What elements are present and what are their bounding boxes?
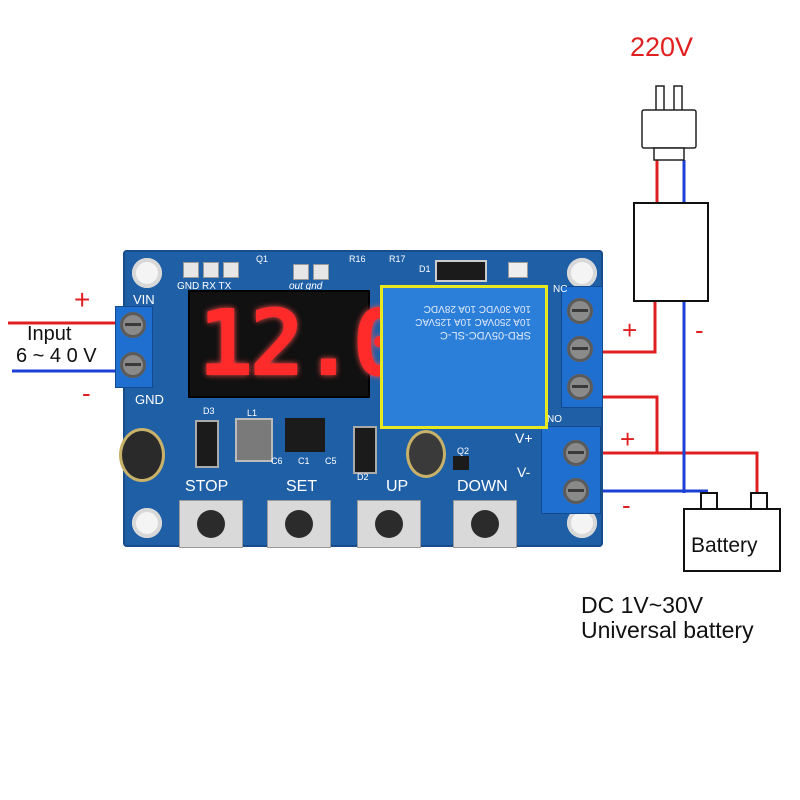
diode-d2 bbox=[353, 426, 377, 474]
out-gnd-label: out gnd bbox=[289, 281, 323, 292]
up-button-label: UP bbox=[386, 478, 409, 495]
down-button[interactable] bbox=[453, 500, 517, 548]
ic-chip bbox=[285, 418, 325, 452]
d2-label: D2 bbox=[357, 472, 369, 482]
input-screw-vin bbox=[120, 312, 146, 338]
vplus-label: V+ bbox=[515, 430, 533, 446]
no-label: NO bbox=[547, 414, 562, 425]
gnd-pin bbox=[313, 264, 329, 280]
out-pin bbox=[293, 264, 309, 280]
q2-label: Q2 bbox=[457, 446, 470, 456]
mount-hole-bottom-left bbox=[132, 508, 162, 538]
input-title-label: Input bbox=[27, 323, 72, 345]
header-pin-rx bbox=[203, 262, 219, 278]
nc-label: NC bbox=[553, 284, 568, 295]
relay-screw-no bbox=[567, 374, 593, 400]
battery-caption-line1: DC 1V~30V bbox=[581, 592, 704, 618]
relay-module: SRD-05VDC-SL-C 10A 250VAC 10A 125VAC 10A… bbox=[380, 285, 548, 429]
up-button[interactable] bbox=[357, 500, 421, 548]
set-button-label: SET bbox=[286, 478, 318, 495]
relay-rating-ac: 10A 250VAC 10A 125VAC bbox=[415, 316, 531, 327]
r17-label: R17 bbox=[389, 254, 406, 264]
supply-voltage-label: 220V bbox=[630, 32, 694, 62]
d3-label: D3 bbox=[203, 406, 215, 416]
led bbox=[508, 262, 528, 278]
c5-label: C5 bbox=[325, 456, 337, 466]
r16-label: R16 bbox=[349, 254, 366, 264]
down-button-label: DOWN bbox=[457, 478, 508, 495]
stop-button-label: STOP bbox=[185, 478, 229, 495]
transistor-q2 bbox=[453, 456, 469, 470]
input-plus-label: + bbox=[74, 284, 91, 315]
header-pin-tx bbox=[223, 262, 239, 278]
charger-plus-label: + bbox=[622, 315, 638, 345]
c1-label: C1 bbox=[298, 456, 310, 466]
power-plug-icon bbox=[641, 85, 697, 161]
header-pin-gnd bbox=[183, 262, 199, 278]
l1-label: L1 bbox=[247, 408, 258, 418]
battery-screw-vminus bbox=[563, 478, 589, 504]
set-button[interactable] bbox=[267, 500, 331, 548]
capacitor-right bbox=[406, 430, 446, 478]
input-screw-gnd bbox=[120, 352, 146, 378]
relay-model: SRD-05VDC-SL-C bbox=[439, 329, 531, 341]
relay-screw-nc bbox=[567, 298, 593, 324]
charger-minus-label: - bbox=[695, 315, 704, 345]
display-value: 12.0 bbox=[198, 290, 408, 397]
relay-markings: SRD-05VDC-SL-C 10A 250VAC 10A 125VAC 10A… bbox=[397, 302, 531, 341]
battery-caption-line2: Universal battery bbox=[581, 617, 754, 643]
q1-label: Q1 bbox=[256, 254, 269, 264]
battery-label: Battery bbox=[691, 534, 758, 557]
gnd-label: GND bbox=[135, 392, 164, 407]
relay-rating-dc: 10A 30VDC 10A 28VDC bbox=[423, 303, 531, 314]
stop-button[interactable] bbox=[179, 500, 243, 548]
vminus-label: V- bbox=[517, 464, 531, 480]
diode-d1 bbox=[435, 260, 487, 282]
input-minus-label: - bbox=[82, 378, 91, 408]
battery-minus-label: - bbox=[622, 490, 631, 520]
charger-box bbox=[633, 202, 709, 302]
mount-hole-top-left bbox=[132, 258, 162, 288]
battery-plus-label: + bbox=[620, 424, 636, 454]
c6-label: C6 bbox=[271, 456, 283, 466]
header-label: GND RX TX bbox=[177, 281, 232, 292]
battery-screw-vplus bbox=[563, 440, 589, 466]
input-range-label: 6 ~ 4 0 V bbox=[16, 345, 97, 367]
relay-screw-com bbox=[567, 336, 593, 362]
seven-segment-display: 12.0 bbox=[188, 290, 408, 398]
d1-label: D1 bbox=[419, 264, 431, 274]
vin-label: VIN bbox=[133, 292, 155, 307]
diode-d3 bbox=[195, 420, 219, 468]
mount-hole-top-right bbox=[567, 258, 597, 288]
capacitor-left bbox=[119, 428, 165, 482]
battery-icon bbox=[683, 508, 781, 572]
inductor-l1 bbox=[235, 418, 273, 462]
